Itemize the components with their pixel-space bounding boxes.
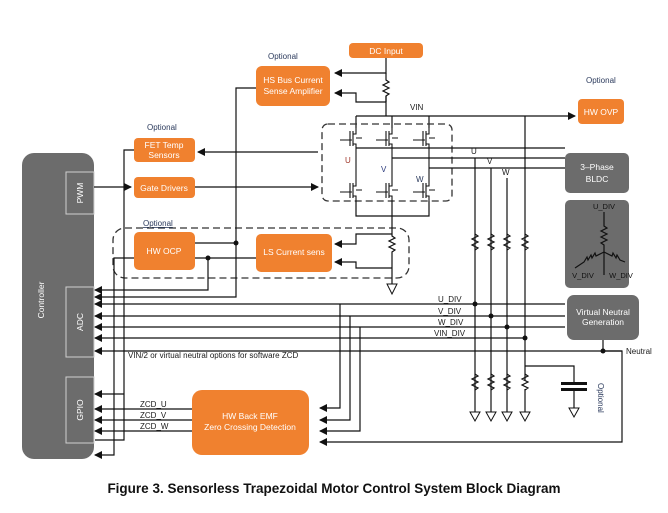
- pwm-port: [65, 171, 95, 215]
- software-zcd-note: VIN/2 or virtual neutral options for sof…: [128, 351, 299, 360]
- bldc-label-1: 3–Phase: [580, 162, 614, 172]
- optional-label-ovp: Optional: [586, 76, 616, 85]
- optional-label-cap: Optional: [596, 383, 605, 413]
- hw-back-emf-zcd-block: HW Back EMF Zero Crossing Detection: [192, 390, 309, 455]
- hs-bus-current-sense-block: HS Bus Current Sense Amplifier: [256, 66, 330, 106]
- w-div-label: W_DIV: [438, 318, 464, 327]
- network-u-div-label: U_DIV: [593, 202, 615, 211]
- inverter-bridge-box: [321, 123, 453, 202]
- gate-drivers-block: Gate Drivers: [134, 177, 195, 198]
- hw-ocp-block: HW OCP: [134, 232, 195, 270]
- hw-ovp-block: HW OVP: [578, 99, 624, 124]
- mosfet-switches: [340, 128, 435, 201]
- hs-bus-label-1: HS Bus Current: [263, 75, 323, 85]
- bemf-label-2: Zero Crossing Detection: [204, 422, 296, 432]
- vng-label-1: Virtual Neutral: [576, 307, 630, 317]
- optional-label-hs: Optional: [268, 52, 298, 61]
- optional-label-ocp: Optional: [143, 219, 173, 228]
- wiring: [94, 58, 623, 459]
- phase-v-label: V: [381, 165, 387, 174]
- ls-current-sense-block: LS Current sens: [256, 234, 332, 272]
- bus-w-label: W: [502, 168, 510, 177]
- dc-input-block: DC Input: [349, 43, 423, 58]
- neutral-label: Neutral: [626, 347, 652, 356]
- ls-current-label: LS Current sens: [263, 247, 324, 257]
- fet-temp-sensors-block: FET Temp Sensors: [134, 138, 195, 162]
- zcd-w-label: ZCD_W: [140, 422, 169, 431]
- resistor-network-block: U_DIV V_DIV W_DIV: [565, 200, 633, 288]
- controller-label: Controller: [36, 281, 46, 318]
- controller-block: Controller PWM ADC GPIO: [22, 153, 95, 459]
- zcd-v-label: ZCD_V: [140, 411, 167, 420]
- fet-temp-label-1: FET Temp: [145, 140, 184, 150]
- v-div-label: V_DIV: [438, 307, 462, 316]
- bemf-label-1: HW Back EMF: [222, 411, 278, 421]
- u-div-label: U_DIV: [438, 295, 462, 304]
- hs-bus-label-2: Sense Amplifier: [263, 86, 322, 96]
- figure-caption: Figure 3. Sensorless Trapezoidal Motor C…: [107, 481, 561, 496]
- hw-ocp-label: HW OCP: [147, 246, 182, 256]
- vng-label-2: Generation: [582, 317, 624, 327]
- phase-u-label: U: [345, 156, 351, 165]
- network-v-div-label: V_DIV: [572, 271, 594, 280]
- bus-v-label: V: [487, 157, 493, 166]
- bldc-label-2: BLDC: [586, 174, 609, 184]
- vin-label: VIN: [410, 103, 424, 112]
- bldc-motor-block: 3–Phase BLDC: [565, 153, 629, 193]
- zcd-u-label: ZCD_U: [140, 400, 167, 409]
- pwm-label: PWM: [75, 183, 85, 204]
- adc-port: [65, 286, 95, 358]
- adc-label: ADC: [75, 313, 85, 331]
- network-w-div-label: W_DIV: [609, 271, 633, 280]
- fet-temp-label-2: Sensors: [148, 150, 179, 160]
- virtual-neutral-block: Virtual Neutral Generation: [567, 295, 639, 340]
- optional-label-fet: Optional: [147, 123, 177, 132]
- optional-ocp-group: [112, 227, 410, 279]
- vin-div-label: VIN_DIV: [434, 329, 466, 338]
- dc-input-label: DC Input: [369, 46, 403, 56]
- hw-ovp-label: HW OVP: [584, 107, 619, 117]
- gpio-label: GPIO: [75, 399, 85, 421]
- bus-u-label: U: [471, 147, 477, 156]
- phase-w-label: W: [416, 175, 424, 184]
- gate-drivers-label: Gate Drivers: [140, 183, 188, 193]
